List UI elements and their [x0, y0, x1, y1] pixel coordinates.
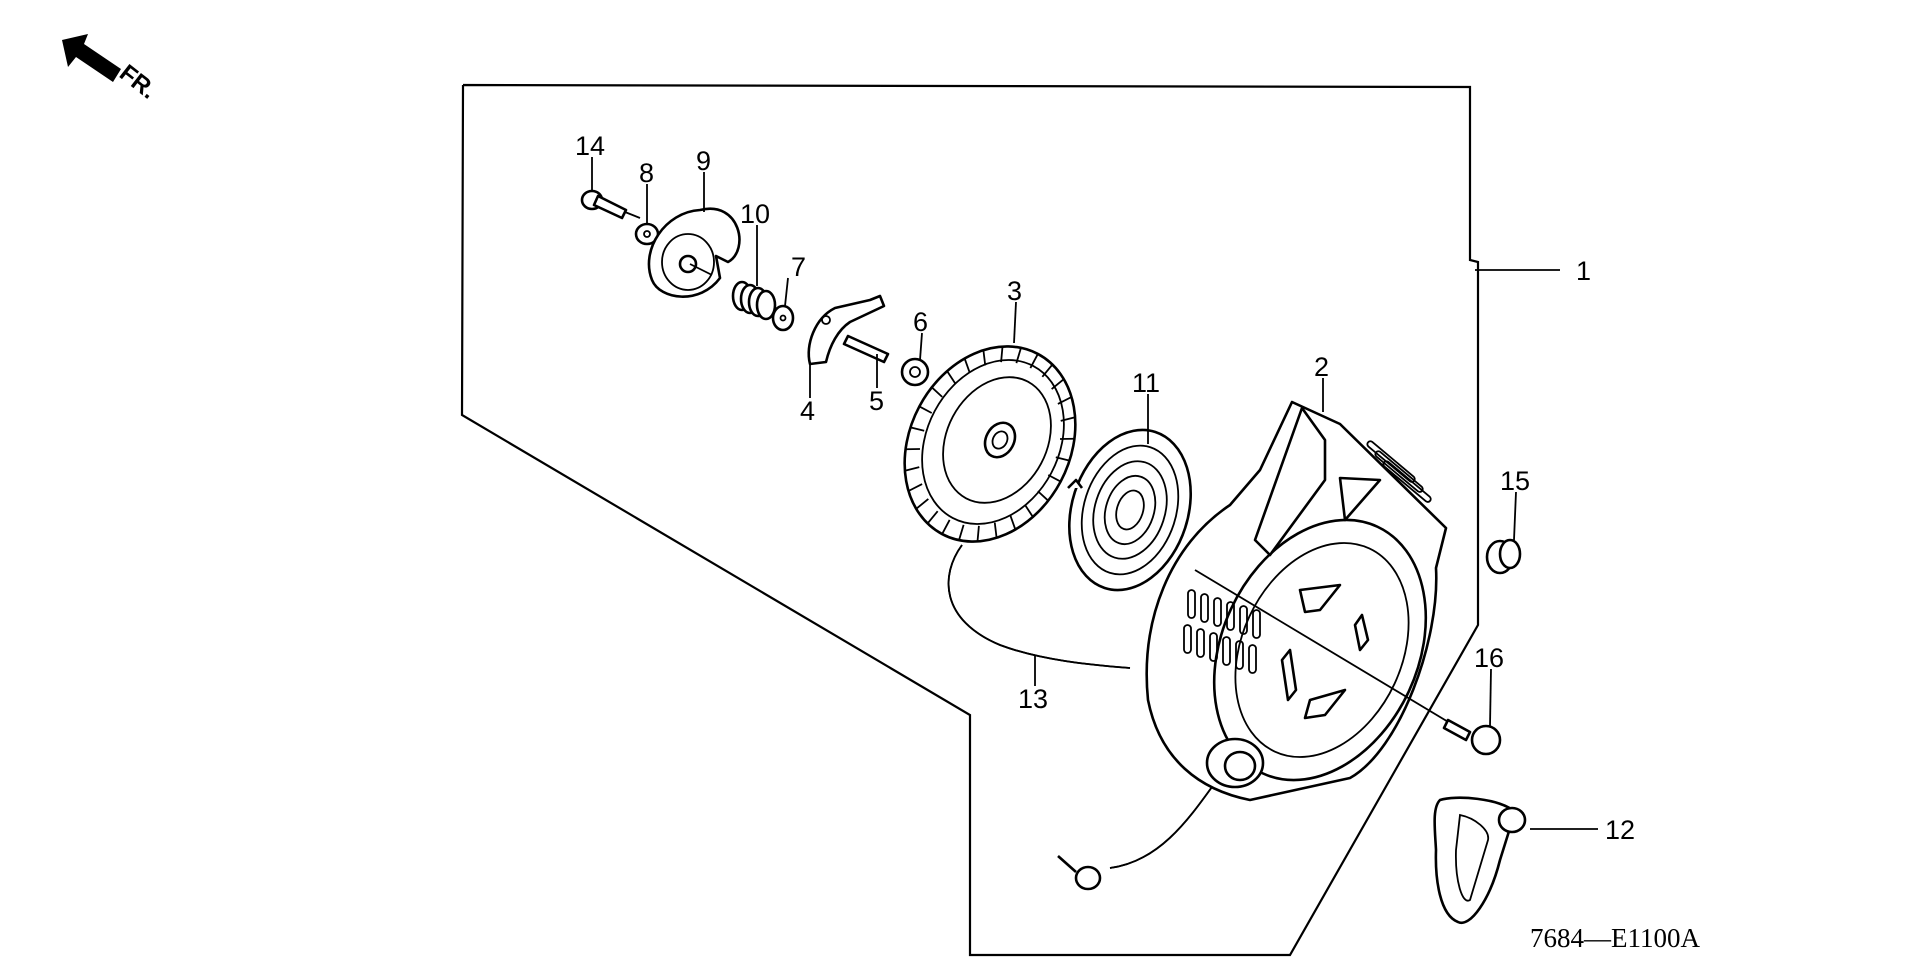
reel-spoke: [958, 524, 965, 541]
reel-spoke: [915, 498, 929, 510]
reel-spoke: [976, 525, 980, 542]
part-starter-reel: [903, 345, 1077, 543]
callout-16: 16: [1474, 643, 1504, 673]
reel-spoke: [963, 358, 971, 373]
callout-5: 5: [869, 386, 884, 416]
callout-8: 8: [639, 158, 654, 188]
case-vent: [1248, 644, 1257, 674]
reel-spoke: [904, 466, 920, 472]
case-vent: [1196, 628, 1205, 658]
drawing-code: 7684—E1100A: [1530, 923, 1700, 953]
callout-labels: 14 8 9 10 7 6 3 4 5 11 2 1 15 16 13 12: [575, 131, 1635, 845]
callout-15: 15: [1500, 466, 1530, 496]
reel-spoke: [1041, 363, 1054, 378]
reel-spoke: [908, 483, 923, 492]
case-vent: [1226, 601, 1235, 631]
reel-spoke: [1000, 346, 1004, 363]
callout-10: 10: [740, 199, 770, 229]
part-recoil-spring: [1067, 428, 1193, 592]
case-vent: [1239, 605, 1248, 635]
reel-spoke: [946, 370, 956, 384]
reel-spoke: [993, 522, 998, 538]
callout-13: 13: [1018, 684, 1048, 714]
callout-6: 6: [913, 307, 928, 337]
reel-spoke: [1015, 347, 1022, 364]
part-nut: [900, 357, 930, 387]
case-vent: [1235, 640, 1244, 670]
part-cap: [1485, 538, 1522, 575]
callout-4: 4: [800, 396, 815, 426]
case-vent: [1222, 636, 1231, 666]
reel-spoke: [1047, 474, 1062, 483]
front-direction-indicator: FR.: [62, 34, 161, 105]
part-ratchet: [807, 294, 886, 366]
case-vent: [1187, 589, 1196, 619]
reel-spoke: [1024, 504, 1034, 518]
part-setting-bolt: [580, 189, 641, 220]
reel-spoke: [1057, 396, 1072, 405]
part-friction-spring: [731, 280, 777, 321]
callout-14: 14: [575, 131, 605, 161]
callout-2: 2: [1314, 352, 1329, 382]
callout-9: 9: [696, 146, 711, 176]
reel-spoke: [941, 519, 951, 535]
leader-lines: [591, 157, 1598, 830]
case-vent: [1200, 593, 1209, 623]
callout-3: 3: [1007, 276, 1022, 306]
reel-spoke: [926, 510, 939, 525]
callout-11: 11: [1132, 368, 1160, 398]
part-starter-case: [1145, 400, 1448, 802]
part-washer-7: [771, 304, 795, 332]
reel-spoke: [1009, 515, 1017, 530]
part-starter-grip: [1433, 796, 1527, 925]
reel-spoke: [982, 350, 987, 366]
front-label: FR.: [114, 59, 161, 104]
part-flange-bolt: [1194, 569, 1502, 756]
arrow-front-icon: [62, 34, 121, 82]
case-vent: [1209, 632, 1218, 662]
reel-spoke: [1051, 378, 1065, 390]
callout-7: 7: [791, 252, 806, 282]
callout-1: 1: [1576, 256, 1591, 286]
reel-spoke: [918, 405, 933, 414]
reel-spoke: [1029, 353, 1039, 369]
reel-spoke: [1055, 456, 1070, 462]
reel-spoke: [1037, 490, 1049, 502]
reel-spoke: [910, 426, 925, 432]
part-friction-plate: [647, 207, 741, 298]
case-vent: [1183, 624, 1192, 654]
part-ratchet-pin: [842, 334, 890, 364]
callout-12: 12: [1605, 815, 1635, 845]
case-vent: [1382, 460, 1432, 503]
reel-spoke: [1060, 416, 1076, 422]
case-vent: [1213, 597, 1222, 627]
case-vent: [1252, 609, 1261, 639]
reel-spoke: [931, 386, 943, 398]
assembly-frame: [460, 83, 1480, 957]
